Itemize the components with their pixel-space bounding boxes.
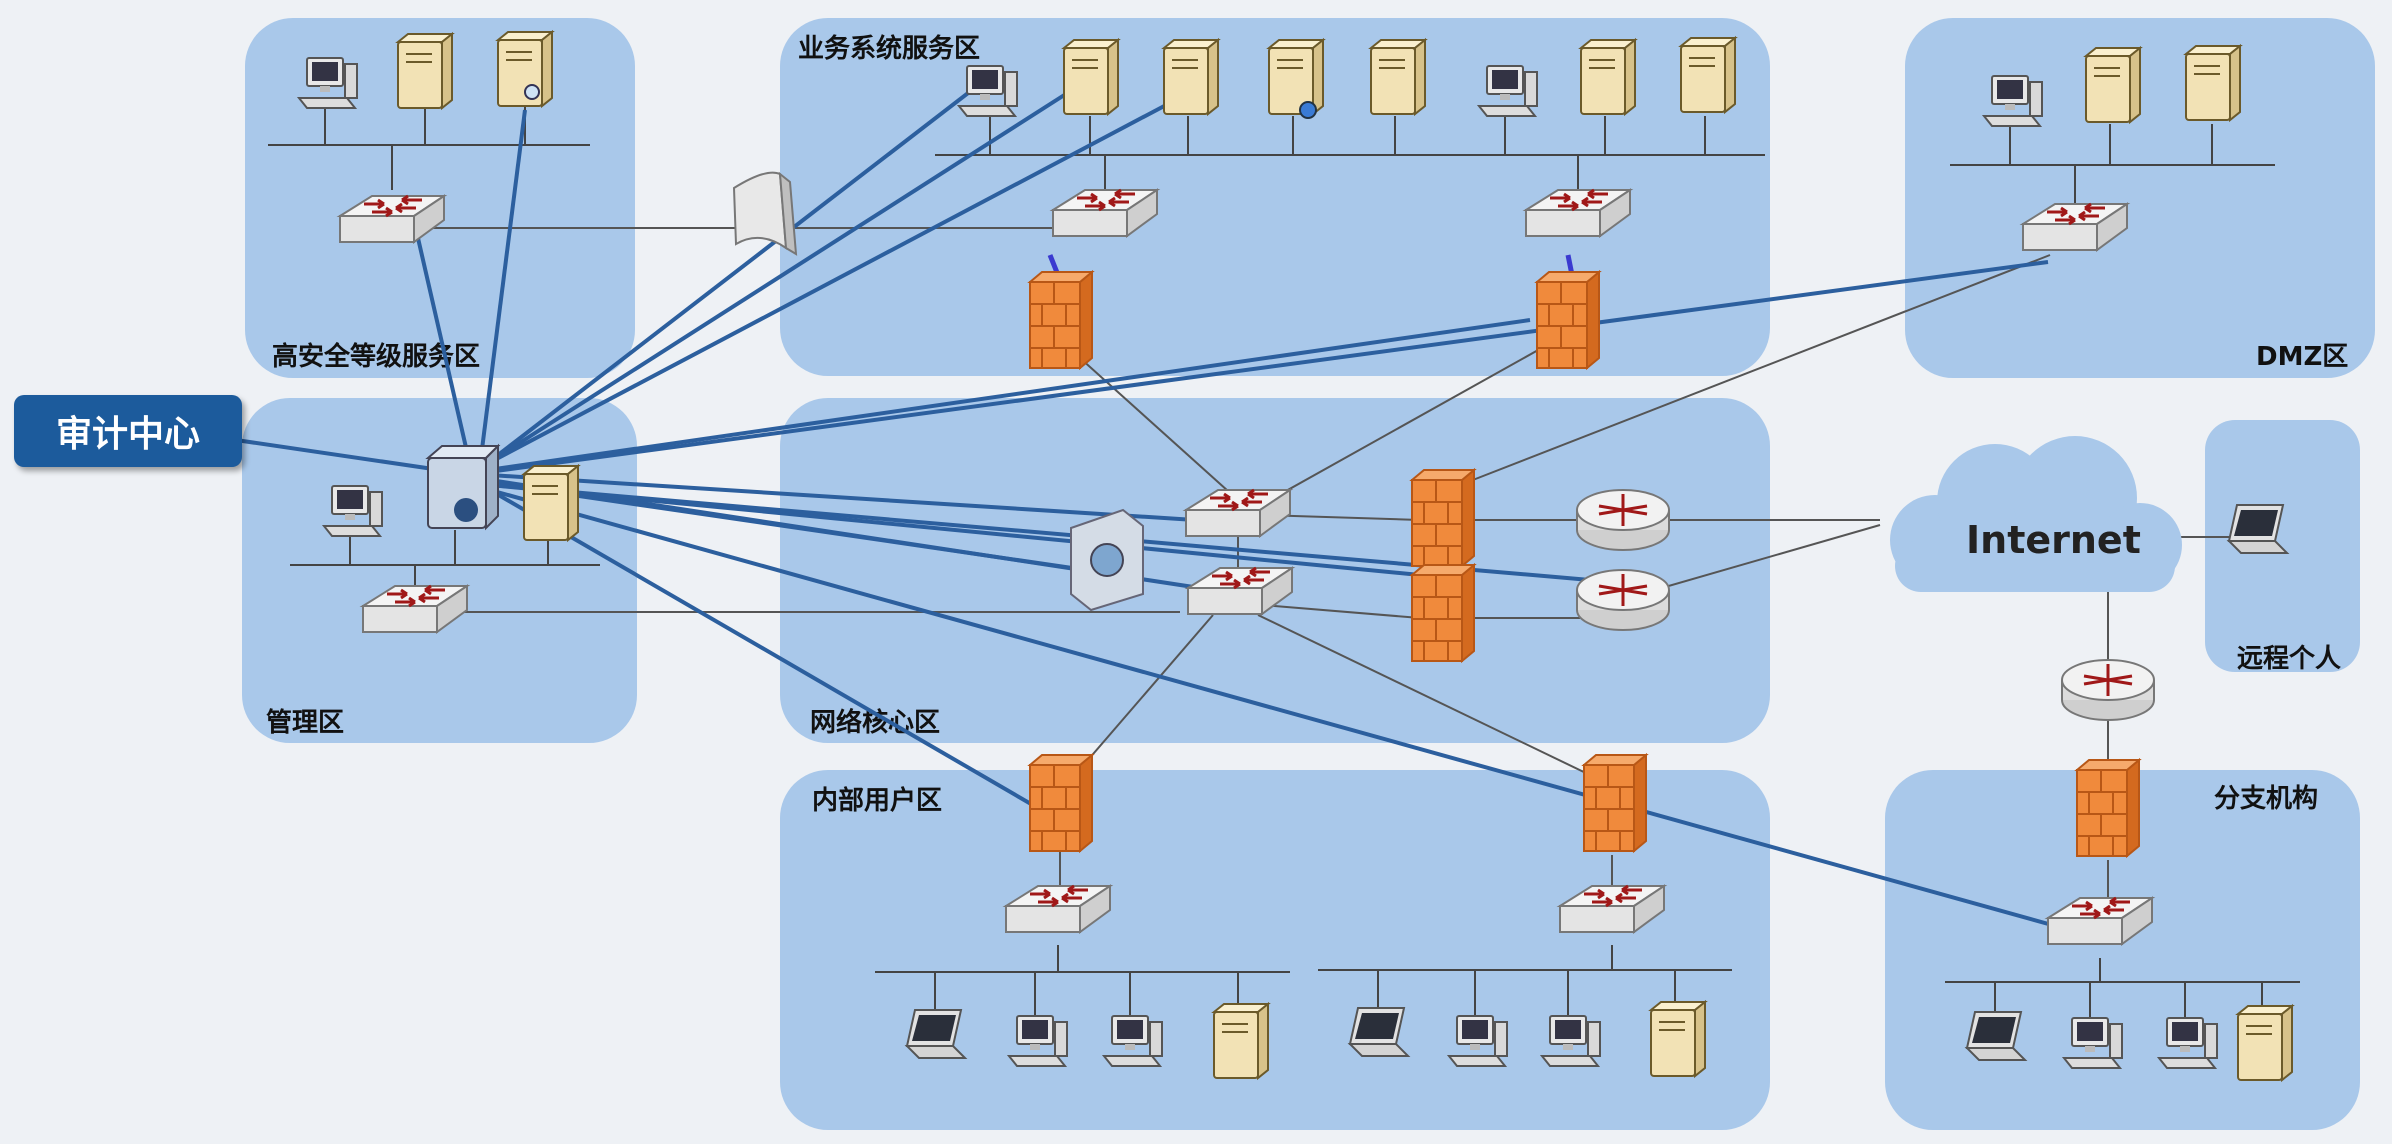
internet-label: Internet [1966, 518, 2141, 562]
web-icon [1299, 101, 1317, 119]
server-icon [1063, 39, 1119, 115]
audit-server-icon [425, 443, 501, 531]
pc-icon [1008, 1015, 1068, 1067]
laptop-icon [906, 1009, 966, 1059]
pc-icon [958, 65, 1018, 117]
pc-icon [1448, 1015, 1508, 1067]
cloud-icon [1890, 436, 2182, 592]
gateway-icon [732, 171, 798, 256]
zone-label-internal-users: 内部用户区 [812, 786, 943, 816]
pc-icon [323, 485, 383, 537]
audit-links [235, 78, 2071, 932]
lan-bus-lines [268, 104, 2300, 1022]
server-icon [1163, 39, 1219, 115]
router-icon [1575, 488, 1671, 552]
pc-icon [1103, 1015, 1163, 1067]
zone-label-dmz: DMZ区 [2256, 342, 2349, 372]
switch-icon [1524, 188, 1632, 238]
zone-label-branch: 分支机构 [2214, 784, 2319, 814]
audit-probe-icon [1070, 508, 1144, 612]
audit-center-tag: 审计中心 [14, 395, 242, 467]
switch-icon [1051, 188, 1159, 238]
zone-label-management: 管理区 [266, 708, 345, 738]
pc-icon [1541, 1015, 1601, 1067]
switch-icon [1558, 884, 1666, 934]
database-server-icon [1680, 37, 1736, 113]
database-server-icon [523, 465, 579, 541]
firewall-icon [1583, 754, 1647, 852]
firewall-icon [2076, 759, 2140, 857]
router-icon [1575, 568, 1671, 632]
laptop-icon [1349, 1007, 1409, 1057]
switch-icon [2021, 202, 2129, 252]
server-icon [1268, 39, 1324, 115]
firewall-icon [1411, 564, 1475, 662]
server-icon [1213, 1003, 1269, 1079]
router-icon [2060, 658, 2156, 722]
firewall-icon [1029, 754, 1093, 852]
server-icon [2085, 47, 2141, 123]
pc-icon [1983, 75, 2043, 127]
firewall-icon [1029, 271, 1093, 369]
switch-icon [2046, 896, 2154, 946]
database-icon [524, 84, 540, 100]
server-icon [397, 33, 453, 109]
switch-icon [338, 194, 446, 244]
switch-icon [361, 584, 469, 634]
server-icon [1580, 39, 1636, 115]
firewall-icon [1411, 469, 1475, 567]
server-icon [1370, 39, 1426, 115]
infrastructure-links [392, 227, 2262, 910]
pc-icon [298, 57, 358, 109]
laptop-icon [2228, 504, 2288, 554]
pc-icon [2158, 1017, 2218, 1069]
server-icon [2237, 1005, 2293, 1081]
pc-icon [2063, 1017, 2123, 1069]
switch-icon [1184, 488, 1292, 538]
server-icon [1650, 1001, 1706, 1077]
pc-icon [1478, 65, 1538, 117]
firewall-icon [1536, 271, 1600, 369]
zone-remote [2205, 420, 2360, 672]
zone-label-business: 业务系统服务区 [798, 34, 981, 64]
laptop-icon [1966, 1011, 2026, 1061]
zone-label-remote: 远程个人 [2237, 644, 2342, 674]
database-server-icon [2185, 45, 2241, 121]
switch-icon [1004, 884, 1112, 934]
